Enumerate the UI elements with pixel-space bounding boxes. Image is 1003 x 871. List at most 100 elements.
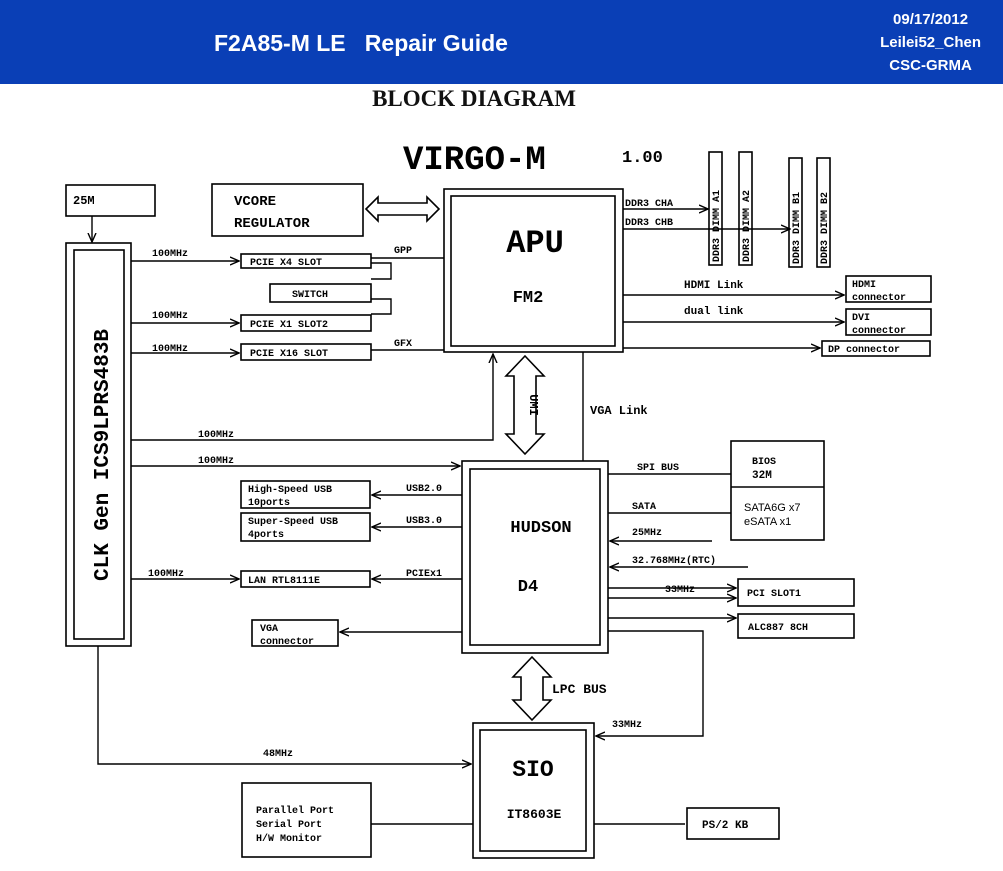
dvi-connector-box: DVI connector [845, 308, 932, 337]
vga-connector-label-1: VGA [260, 624, 278, 635]
hdmi-connector-label-2: connector [852, 293, 906, 304]
header-dept: CSC-GRMA [889, 57, 972, 74]
lan-label: LAN RTL8111E [248, 576, 320, 587]
apu-socket: FM2 [513, 289, 544, 308]
io-label-3: H/W Monitor [256, 833, 322, 845]
dimm-slot-b1-label: DDR3 DIMM B1 [792, 192, 803, 264]
apu-box: APU FM2 [443, 188, 624, 353]
io-label-2: Serial Port [256, 819, 322, 831]
usb3-box: Super-Speed USB 4ports [240, 512, 371, 542]
freq-pcie-x16: 100MHz [152, 344, 188, 355]
freq-33-pci: 33MHz [665, 585, 695, 596]
dp-connector-box: DP connector [821, 340, 931, 357]
sata-bus-label: SATA [632, 502, 656, 513]
clock-source-label: 25M [73, 194, 95, 208]
hudson-title: HUDSON [510, 519, 571, 538]
dimm-slot-b1: DDR3 DIMM B1 [788, 157, 803, 268]
header-meta: 09/17/2012 Leilei52_Chen CSC-GRMA [880, 8, 981, 77]
vga-connector-label-2: connector [260, 637, 314, 648]
ps2-box: PS/2 KB [686, 807, 780, 840]
usb3-label-1: Super-Speed USB [248, 516, 338, 528]
header-date: 09/17/2012 [893, 11, 969, 28]
sio-box: SIO IT8603E [472, 722, 595, 859]
pci-slot-label: PCI SLOT1 [747, 589, 801, 600]
alc-box: ALC887 8CH [737, 613, 855, 639]
hdmi-connector-label-1: HDMI [852, 280, 876, 291]
ddr3-cha-label: DDR3 CHA [625, 199, 673, 210]
gpp-label: GPP [394, 246, 412, 257]
usb2-box: High-Speed USB 10ports [240, 480, 371, 509]
pcie-x4-slot-label: PCIE X4 SLOT [250, 258, 322, 269]
freq-pcie-x1: 100MHz [152, 311, 188, 322]
hdmi-link-label: HDMI Link [684, 280, 744, 292]
dual-link-label: dual link [684, 306, 744, 318]
umi-arrow [504, 354, 546, 456]
board-version: 1.00 [622, 149, 663, 168]
spi-bus-label: SPI BUS [637, 463, 679, 474]
pcie-x16-slot-label: PCIE X16 SLOT [250, 349, 328, 360]
pciex1-label: PCIEx1 [406, 569, 442, 580]
clock-generator-label: CLK Gen ICS9LPRS483B [92, 329, 115, 581]
header-title: F2A85-M LE Repair Guide [214, 30, 508, 56]
pci-slot-box: PCI SLOT1 [737, 578, 855, 607]
board-name: VIRGO-M [403, 142, 546, 180]
dp-connector-label: DP connector [828, 345, 900, 356]
freq-48mhz: 48MHz [263, 749, 293, 760]
lpc-bus-arrow [511, 655, 553, 722]
header-author: Leilei52_Chen [880, 34, 981, 51]
hudson-box: HUDSON D4 [461, 460, 609, 654]
ddr3-chb-label: DDR3 CHB [625, 218, 673, 229]
lan-box: LAN RTL8111E [240, 570, 371, 588]
dimm-slot-a1: DDR3 DIMM A1 [708, 151, 723, 266]
bios-size-label: 32M [752, 470, 772, 482]
clock-generator-box: CLK Gen ICS9LPRS483B [65, 242, 132, 647]
io-ports-box: Parallel Port Serial Port H/W Monitor [241, 782, 372, 858]
freq-apu-clock: 100MHz [198, 430, 234, 441]
usb3-bus-label: USB3.0 [406, 516, 442, 527]
page-heading: BLOCK DIAGRAM [372, 86, 576, 111]
switch-box: SWITCH [269, 283, 372, 303]
freq-33-sio: 33MHz [612, 720, 642, 731]
vcore-regulator-box: VCORE REGULATOR [211, 183, 364, 237]
lpc-bus-label: LPC BUS [552, 682, 607, 697]
vcore-label-1: VCORE [234, 194, 276, 210]
dimm-slot-a2-label: DDR3 DIMM A2 [742, 190, 753, 262]
dvi-connector-label-2: connector [852, 326, 906, 337]
dimm-slot-a1-label: DDR3 DIMM A1 [712, 190, 723, 262]
clock-source-box: 25M [65, 184, 156, 217]
bios-sata-box: BIOS 32M SATA6G x7 eSATA x1 [730, 440, 825, 541]
apu-title: APU [506, 225, 564, 262]
usb3-label-2: 4ports [248, 530, 284, 541]
pcie-x16-slot-box: PCIE X16 SLOT [240, 343, 372, 361]
vga-link-label: VGA Link [590, 404, 648, 418]
usb2-label-2: 10ports [248, 498, 290, 509]
dimm-slot-b2-label: DDR3 DIMM B2 [820, 192, 831, 264]
sata-label-1: SATA6G x7 [744, 502, 800, 514]
hudson-model: D4 [518, 578, 538, 597]
sata-label-2: eSATA x1 [744, 516, 791, 528]
pcie-x4-slot-box: PCIE X4 SLOT [240, 253, 372, 269]
usb2-bus-label: USB2.0 [406, 484, 442, 495]
dvi-connector-label-1: DVI [852, 313, 870, 324]
dimm-slot-a2: DDR3 DIMM A2 [738, 151, 753, 266]
freq-rtc: 32.768MHz(RTC) [632, 555, 716, 567]
sio-title: SIO [512, 757, 553, 783]
vcore-label-2: REGULATOR [234, 216, 310, 232]
alc-label: ALC887 8CH [748, 623, 808, 634]
freq-hudson-clock: 100MHz [198, 456, 234, 467]
freq-lan: 100MHz [148, 569, 184, 580]
io-label-1: Parallel Port [256, 805, 334, 817]
usb2-label-1: High-Speed USB [248, 484, 332, 496]
freq-25mhz: 25MHz [632, 528, 662, 539]
bios-label: BIOS [752, 457, 776, 468]
ps2-label: PS/2 KB [702, 820, 749, 832]
switch-label: SWITCH [292, 290, 328, 301]
vga-connector-box: VGA connector [251, 619, 339, 648]
vcore-apu-arrow [364, 195, 441, 223]
pcie-x1-slot-label: PCIE X1 SLOT2 [250, 320, 328, 331]
dimm-slot-b2: DDR3 DIMM B2 [816, 157, 831, 268]
freq-pcie-x4: 100MHz [152, 249, 188, 260]
pcie-x1-slot-box: PCIE X1 SLOT2 [240, 314, 372, 332]
header-bar: F2A85-M LE Repair Guide 09/17/2012 Leile… [0, 0, 1003, 84]
